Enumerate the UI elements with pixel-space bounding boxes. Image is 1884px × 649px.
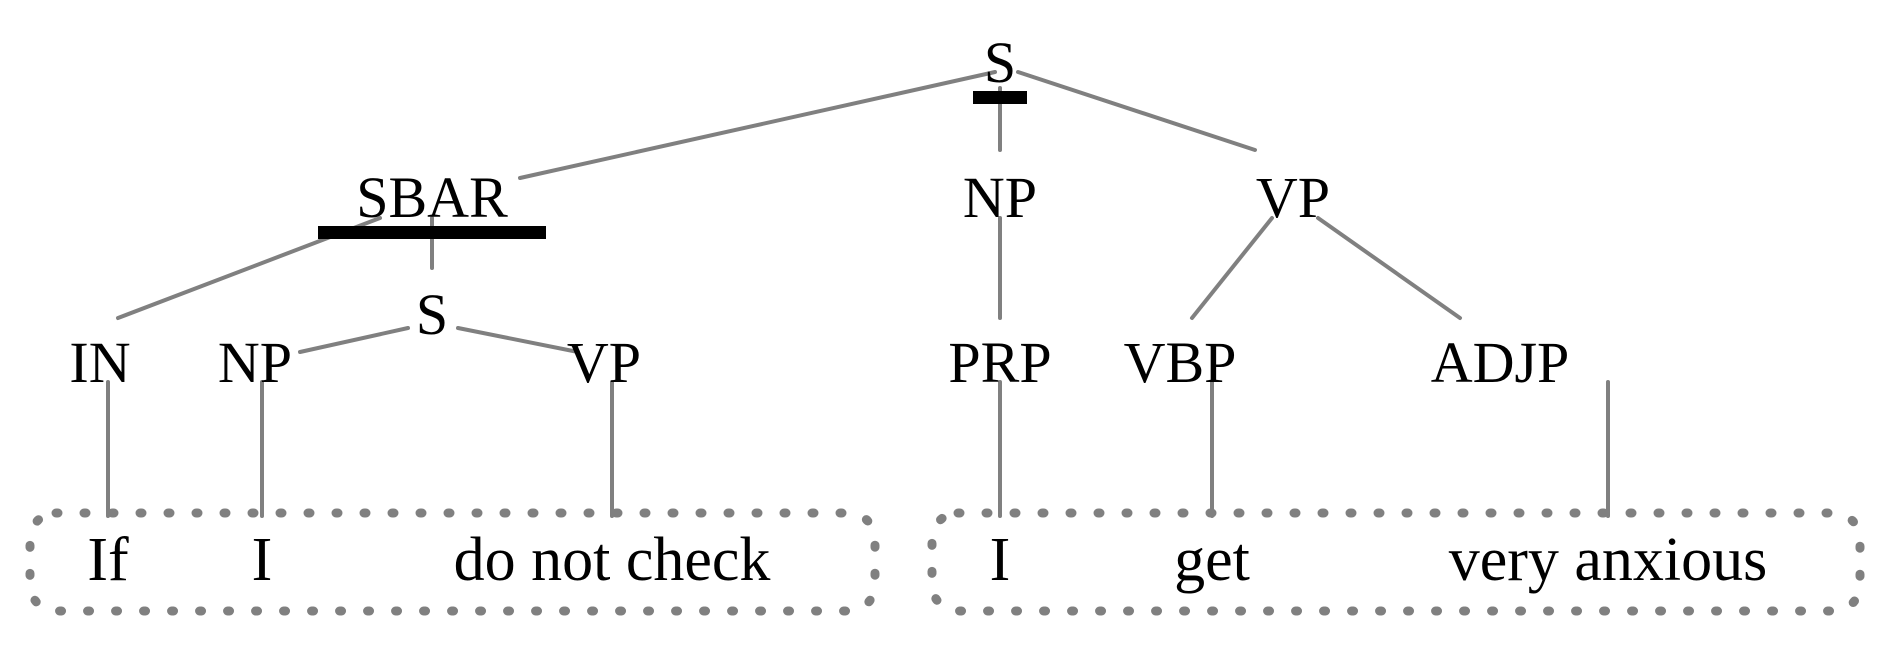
tree-node-np-embed[interactable]: NP (218, 330, 292, 395)
node-label-in: IN (69, 330, 130, 395)
node-label-vp-embed: VP (567, 330, 641, 395)
span-box (25, 508, 880, 616)
span-boxes-layer (25, 508, 1865, 616)
leaf-word-leaf-if: If (87, 526, 129, 594)
leaf-word-leaf-i-1: I (252, 526, 273, 594)
tree-edge-s-root-to-vp-main (1016, 70, 1257, 152)
tree-edge-vp-main-to-vbp (1190, 216, 1274, 320)
tree-node-vbp[interactable]: VBP (1124, 330, 1237, 395)
tree-node-np-subj[interactable]: NP (963, 165, 1037, 230)
tree-edge-s-embed-to-np-embed (298, 326, 410, 354)
node-label-np-subj: NP (963, 165, 1037, 230)
tree-node-s-root[interactable]: S (973, 30, 1027, 104)
node-label-s-root: S (984, 30, 1016, 95)
tree-node-s-embed[interactable]: S (416, 282, 448, 347)
tree-edges-layer (106, 70, 1610, 518)
leaf-word-leaf-donot: do not check (454, 526, 771, 594)
tree-node-vp-embed[interactable]: VP (567, 330, 641, 395)
tree-node-vp-main[interactable]: VP (1256, 165, 1330, 230)
tree-node-sbar[interactable]: SBAR (318, 165, 546, 239)
node-label-s-embed: S (416, 282, 448, 347)
node-label-adjp: ADJP (1431, 330, 1570, 395)
leaf-word-leaf-i-2: I (990, 526, 1011, 594)
node-label-sbar: SBAR (356, 165, 508, 230)
tree-edge-s-root-to-sbar (518, 70, 997, 180)
node-label-prp: PRP (948, 330, 1051, 395)
tree-node-prp[interactable]: PRP (948, 330, 1051, 395)
tree-nodes-layer: S SBAR NP VP IN NP S VP PRP VBP ADJP (69, 30, 1569, 395)
node-highlight-bar-s-root (973, 91, 1027, 104)
node-label-np-embed: NP (218, 330, 292, 395)
tree-edge-vp-main-to-adjp (1316, 216, 1462, 320)
tree-edge-s-embed-to-vp-embed (456, 326, 580, 354)
node-highlight-bar-sbar (318, 226, 546, 239)
leaf-word-leaf-veryanx: very anxious (1449, 526, 1768, 594)
leaf-word-leaf-get: get (1174, 526, 1250, 594)
node-label-vp-main: VP (1256, 165, 1330, 230)
tree-node-adjp[interactable]: ADJP (1431, 330, 1570, 395)
node-label-vbp: VBP (1124, 330, 1237, 395)
tree-node-in[interactable]: IN (69, 330, 130, 395)
